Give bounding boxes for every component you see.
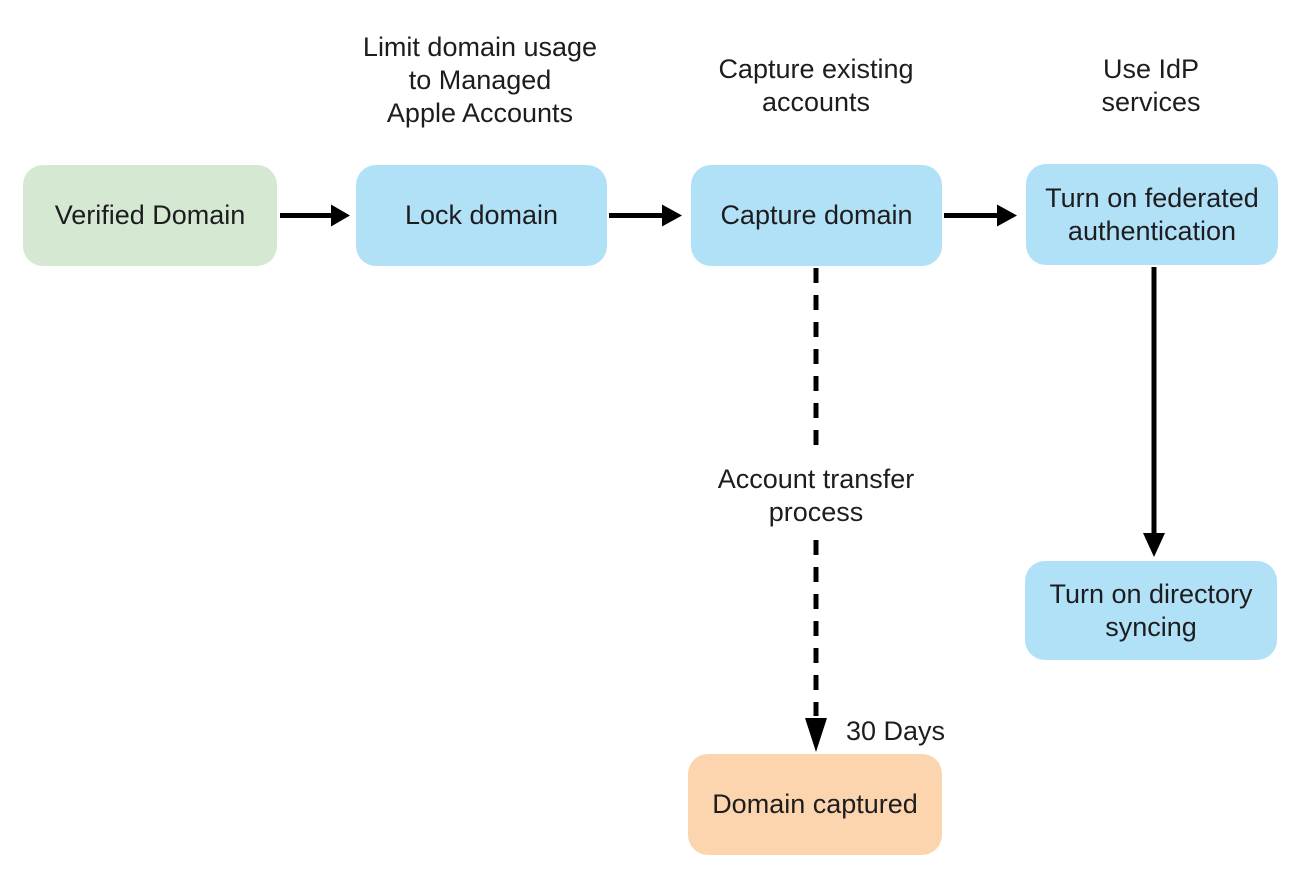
node-turn-on-federated-authentication: Turn on federated authentication — [1026, 164, 1278, 265]
node-lock-domain: Lock domain — [356, 165, 607, 266]
edge-label-account-transfer-process: Account transfer process — [717, 464, 915, 527]
step-label-use-idp-services: Use IdP services — [1101, 54, 1201, 117]
node-turn-on-directory-syncing: Turn on directory syncing — [1025, 561, 1277, 660]
step-label-capture-existing-accounts: Capture existing accounts — [718, 54, 914, 117]
arrow-lock-to-capture — [609, 204, 682, 227]
arrowhead — [805, 718, 827, 752]
step-label-limit-domain-usage: Limit domain usage to Managed Apple Acco… — [362, 32, 598, 128]
node-capture-domain: Capture domain — [691, 165, 942, 266]
arrow-federated-to-directory-syncing — [1143, 267, 1165, 557]
node-domain-captured: Domain captured — [688, 754, 942, 855]
arrowhead — [997, 204, 1017, 227]
arrow-verified-to-lock — [280, 204, 350, 227]
arrowhead — [1143, 533, 1165, 557]
node-verified-domain: Verified Domain — [23, 165, 277, 266]
arrowhead — [662, 204, 682, 227]
edge-label-30-days: 30 Days — [846, 716, 946, 746]
arrowhead — [331, 204, 350, 227]
arrow-capture-to-federated — [944, 204, 1017, 227]
arrow-capture-to-domain-captured-dashed — [805, 268, 827, 752]
